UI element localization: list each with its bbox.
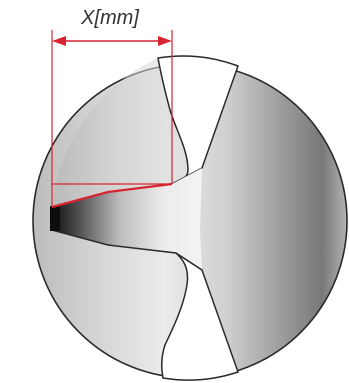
cutting-edge (51, 182, 173, 209)
dimension-arrow-right (158, 36, 172, 46)
upper-flute (157, 55, 239, 185)
left-land (52, 58, 189, 205)
web-tip-shade (50, 206, 60, 231)
dimension-label: X[mm] (80, 7, 139, 29)
dimension-arrow-left (52, 36, 66, 46)
chisel-web (52, 168, 202, 270)
web-lower-edge (51, 229, 203, 271)
lower-flute (161, 252, 239, 381)
